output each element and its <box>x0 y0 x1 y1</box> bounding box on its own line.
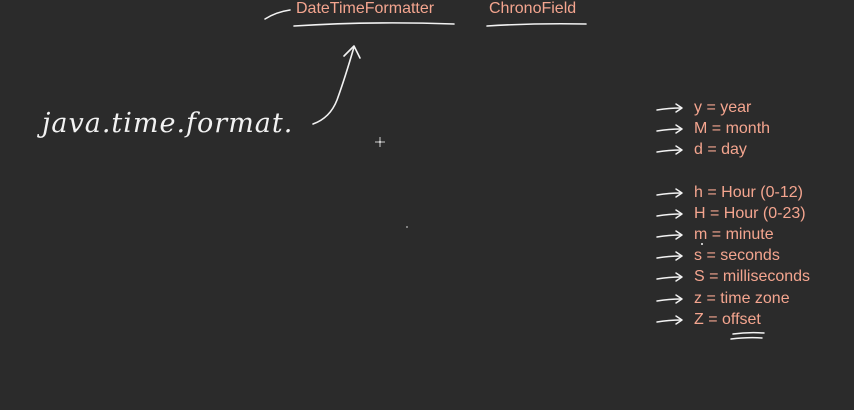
legend-item: s = seconds <box>655 245 845 266</box>
arrow-right-icon <box>656 229 683 240</box>
arrow-right-icon <box>656 208 683 219</box>
arrow-right-icon <box>656 187 683 198</box>
legend-label: m = minute <box>694 225 774 243</box>
legend-item: h = Hour (0-12) <box>655 182 845 203</box>
arrow-right-icon <box>656 250 683 261</box>
legend-item: M = month <box>655 118 845 139</box>
datetimeformatter-label: DateTimeFormatter <box>296 0 435 17</box>
underline-offset-1 <box>732 331 765 335</box>
move-cursor-icon <box>375 137 385 147</box>
legend-label: M = month <box>694 119 771 137</box>
underline-chronofield <box>486 22 587 27</box>
arrow-right-icon <box>656 123 683 134</box>
arrow-right-icon <box>656 293 683 304</box>
legend-item: z = time zone <box>655 288 845 309</box>
legend-label: s = seconds <box>694 246 780 264</box>
underline-offset-2 <box>730 336 763 340</box>
legend-item: Z = offset <box>655 309 845 330</box>
legend-label: Z = offset <box>694 310 761 328</box>
arrow-right-icon <box>656 102 683 113</box>
legend-item: d = day <box>655 139 845 160</box>
package-handwriting: java.time.format. <box>42 108 294 139</box>
legend-item: H = Hour (0-23) <box>655 203 845 224</box>
legend-item: m = minute <box>655 224 845 245</box>
legend-item: S = milliseconds <box>655 266 845 287</box>
arrow-to-datetimeformatter <box>312 46 355 125</box>
arrow-right-icon <box>656 314 683 325</box>
legend-label: d = day <box>694 140 747 158</box>
legend-label: h = Hour (0-12) <box>694 183 803 201</box>
legend-label: S = milliseconds <box>694 267 811 285</box>
arrow-right-icon <box>656 144 683 155</box>
arrow-right-icon <box>656 271 683 282</box>
legend-label: H = Hour (0-23) <box>694 204 806 222</box>
stray-dot <box>406 226 408 228</box>
underline-datetimeformatter <box>293 22 455 27</box>
legend-label: y = year <box>694 98 752 116</box>
legend-label: z = time zone <box>694 289 790 307</box>
chronofield-label: ChronoField <box>489 0 577 17</box>
legend-item: y = year <box>655 97 845 118</box>
